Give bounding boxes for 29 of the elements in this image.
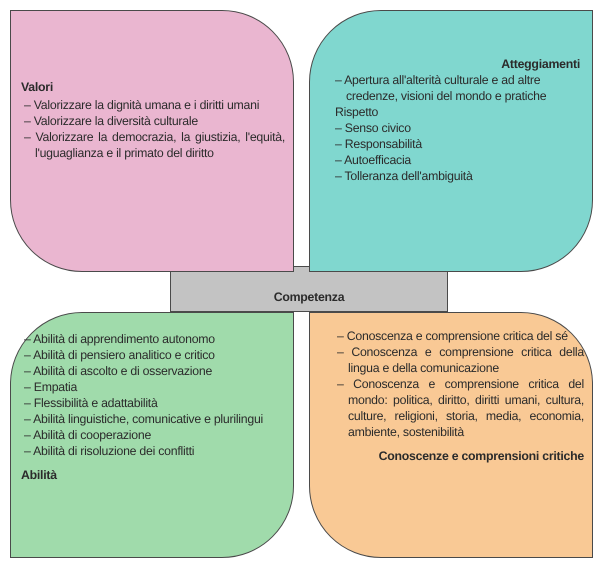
list-item: – Abilità linguistiche, comunicative e plurilingui: [23, 411, 264, 427]
list-item: – Flessibilità e adattabilità: [23, 395, 159, 411]
category-heading: Atteggiamenti: [500, 56, 580, 72]
values-panel: [10, 10, 294, 272]
category-heading: Competenza: [272, 289, 346, 305]
list-item: Rispetto: [334, 104, 380, 120]
list-item: – Autoefficacia: [334, 152, 412, 168]
list-item: – Conoscenza e comprensione critica della lingua e della comunicazione: [336, 344, 584, 376]
list-item: – Valorizzare la democrazia, la giustizia, l'equità, l'uguaglianza e il primato del diritto: [23, 129, 285, 161]
list-item: – Abilità di ascolto e di osservazione: [23, 363, 214, 379]
knowledge-panel: [309, 312, 593, 558]
category-heading: Abilità: [21, 467, 58, 483]
list-item: – Tolleranza dell'ambiguità: [334, 168, 474, 184]
list-item: – Senso civico: [334, 120, 412, 136]
list-item: – Valorizzare la dignità umana e i diritti umani: [23, 97, 260, 113]
list-item: – Conoscenza e comprensione critica del sé: [336, 328, 569, 344]
list-item: – Abilità di pensiero analitico e critico: [23, 347, 216, 363]
skills-panel: [10, 312, 294, 558]
list-item: – Abilità di risoluzione dei conflitti: [23, 443, 196, 459]
list-item: – Valorizzare la diversità culturale: [23, 113, 199, 129]
list-item: – Conoscenza e comprensione critica del mondo: politica, diritto, diritti umani, cultura, culture, religioni, storia, media, economia, ambiente, sostenibilità: [336, 376, 584, 440]
list-item: – Abilità di cooperazione: [23, 427, 152, 443]
attitudes-panel: [309, 10, 593, 272]
list-item: – Apertura all'alterità culturale e ad altre credenze, visioni del mondo e pratiche: [334, 72, 548, 104]
list-item: – Empatia: [23, 379, 78, 395]
list-item: – Abilità di apprendimento autonomo: [23, 331, 216, 347]
list-item: – Responsabilità: [334, 136, 424, 152]
category-heading: Valori: [21, 79, 54, 95]
category-heading: Conoscenze e comprensioni critiche: [378, 448, 584, 464]
